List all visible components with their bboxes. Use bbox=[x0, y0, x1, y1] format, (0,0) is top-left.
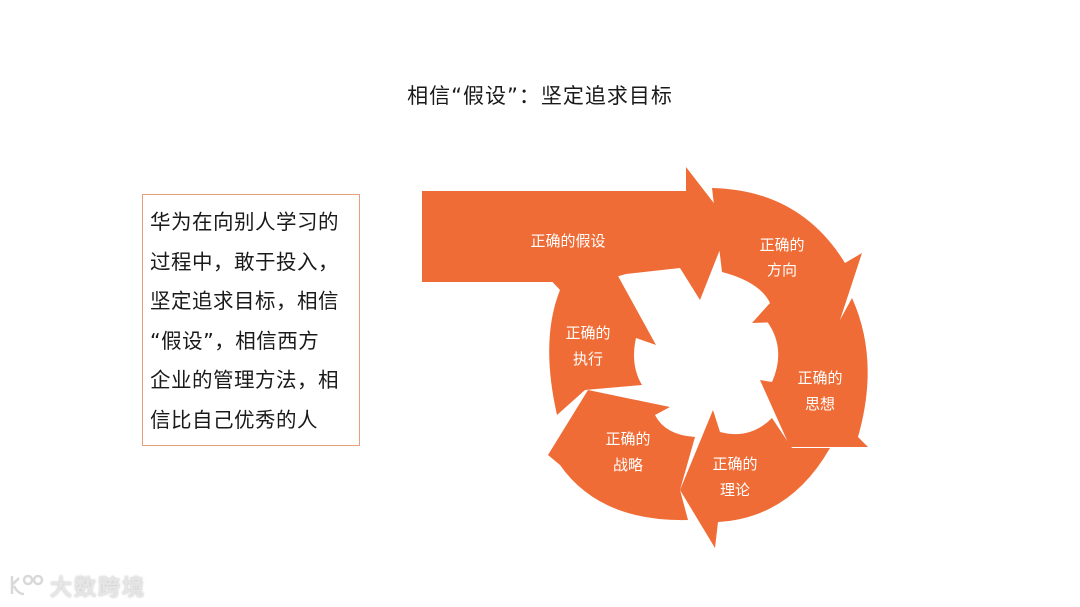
segment-label-line1: 正确的 bbox=[759, 236, 804, 254]
segment-label-line1: 正确的 bbox=[565, 324, 610, 342]
textbox-line: 信比自己优秀的人 bbox=[150, 407, 318, 432]
cycle-shapes bbox=[422, 167, 868, 548]
textbox-line: 坚定追求目标，相信 bbox=[150, 289, 339, 313]
textbox-line: 企业的管理方法，相 bbox=[150, 368, 339, 392]
description-textbox: 华为在向别人学习的 过程中，敢于投入， 坚定追求目标，相信 “假设”，相信西方 … bbox=[142, 194, 360, 446]
entry-arrow bbox=[422, 167, 730, 300]
logo-icon bbox=[10, 574, 44, 596]
segment-label-line2: 理论 bbox=[720, 481, 750, 499]
segment-label-line2: 方向 bbox=[767, 261, 797, 279]
slide-title: 相信“假设”：坚定追求目标 bbox=[407, 84, 673, 108]
cycle-segment-direction bbox=[712, 188, 862, 323]
segment-label-line2: 战略 bbox=[613, 456, 643, 474]
cycle-segment-theory bbox=[680, 410, 830, 548]
textbox-line: 过程中，敢于投入， bbox=[150, 249, 339, 274]
cycle-segment-thought bbox=[760, 298, 868, 447]
segment-label-line1: 正确的 bbox=[605, 430, 650, 448]
cycle-segment-execution bbox=[547, 276, 656, 415]
segment-label-line1: 正确的 bbox=[712, 455, 757, 473]
entry-arrow-label: 正确的假设 bbox=[530, 232, 605, 250]
watermark-text: 大数跨境 bbox=[50, 576, 147, 601]
textbox-line: “假设”，相信西方 bbox=[150, 328, 320, 353]
segment-label-line1: 正确的 bbox=[797, 369, 842, 387]
cycle-segment-strategy bbox=[548, 390, 695, 521]
segment-label-line2: 执行 bbox=[573, 350, 603, 368]
textbox-line: 华为在向别人学习的 bbox=[150, 210, 339, 234]
segment-label-line2: 思想 bbox=[805, 395, 835, 413]
